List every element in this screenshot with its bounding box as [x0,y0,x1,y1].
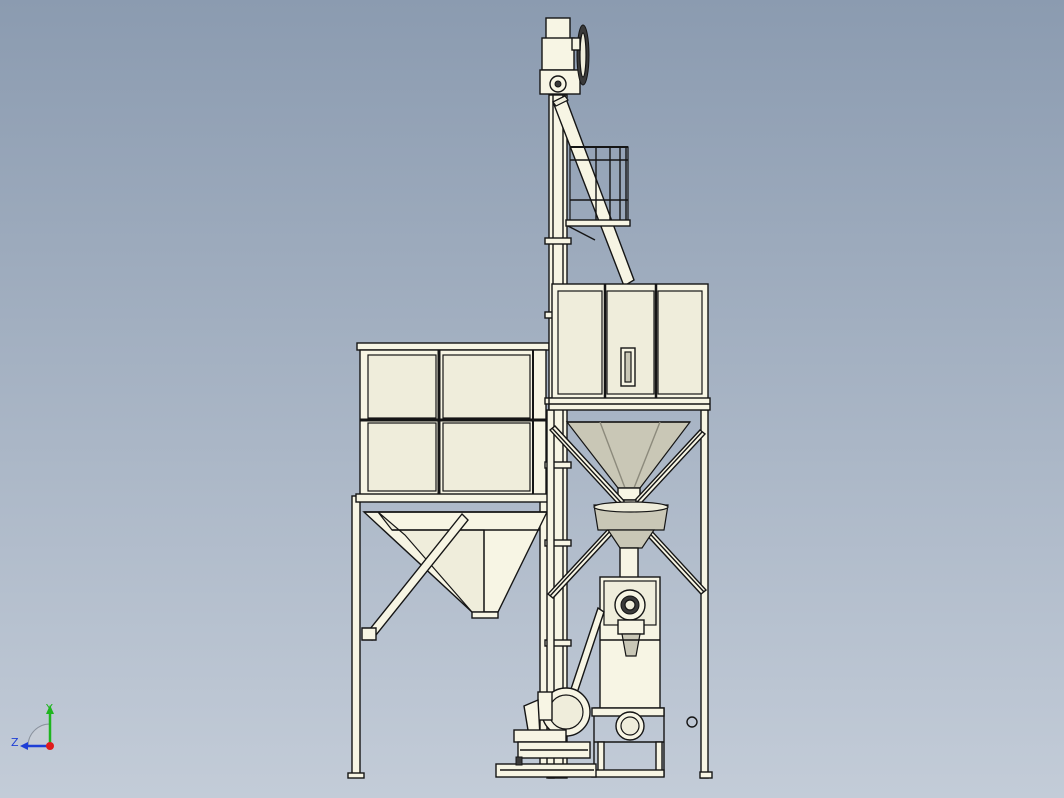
y-axis-label: Y [45,702,53,715]
grinder-machine [591,576,665,778]
x-axis-origin [46,742,54,750]
top-platform [565,146,631,241]
y-axis-arrowhead [46,705,54,714]
reference-marker [686,716,698,728]
left-silo [347,342,551,779]
axis-triad[interactable]: Y Z [11,702,54,750]
rotary-feeder [593,499,669,579]
z-axis-label: Z [11,736,19,749]
motor-unit [495,606,605,778]
z-axis-arrowhead [20,742,28,750]
